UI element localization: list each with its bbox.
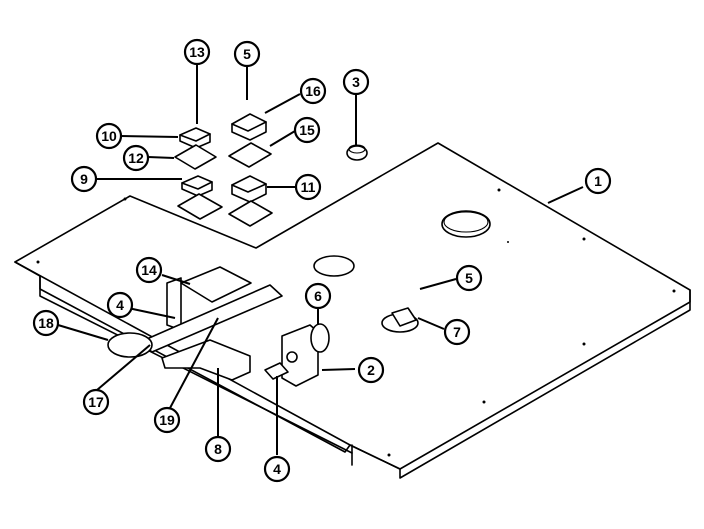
svg-text:17: 17 — [88, 394, 104, 410]
callout-6: 6 — [304, 282, 332, 310]
svg-text:12: 12 — [128, 150, 144, 166]
callout-12: 12 — [122, 144, 150, 172]
callout-4a: 4 — [106, 291, 134, 319]
callout-10: 10 — [95, 122, 123, 150]
callout-3: 3 — [342, 68, 370, 96]
svg-text:2: 2 — [367, 362, 375, 378]
callout-4b: 4 — [263, 455, 291, 483]
callout-9: 9 — [70, 165, 98, 193]
svg-text:5: 5 — [243, 46, 251, 62]
callout-18: 18 — [32, 309, 60, 337]
callout-1: 1 — [584, 167, 612, 195]
svg-text:10: 10 — [101, 128, 117, 144]
callout-13: 13 — [183, 38, 211, 66]
callout-17: 17 — [82, 388, 110, 416]
callout-5b: 5 — [455, 264, 483, 292]
svg-text:9: 9 — [80, 171, 88, 187]
svg-text:1: 1 — [594, 173, 602, 189]
callout-7: 7 — [443, 318, 471, 346]
callout-5a: 5 — [233, 40, 261, 68]
callout-8: 8 — [204, 435, 232, 463]
callout-16: 16 — [299, 77, 327, 105]
svg-text:14: 14 — [141, 262, 157, 278]
svg-text:4: 4 — [116, 297, 124, 313]
callout-14: 14 — [135, 256, 163, 284]
svg-text:15: 15 — [299, 122, 315, 138]
svg-text:18: 18 — [38, 315, 54, 331]
part-blocks — [174, 113, 368, 227]
callout-19: 19 — [153, 406, 181, 434]
callout-2: 2 — [357, 356, 385, 384]
svg-text:7: 7 — [453, 324, 461, 340]
callout-11: 11 — [294, 173, 322, 201]
svg-text:8: 8 — [214, 441, 222, 457]
svg-text:13: 13 — [189, 44, 205, 60]
svg-text:11: 11 — [301, 179, 316, 195]
svg-text:16: 16 — [305, 83, 321, 99]
svg-text:19: 19 — [159, 412, 175, 428]
svg-text:5: 5 — [465, 270, 473, 286]
svg-text:6: 6 — [314, 288, 322, 304]
callout-15: 15 — [293, 116, 321, 144]
svg-text:4: 4 — [273, 461, 281, 477]
leader-lines — [57, 64, 584, 455]
main-panel — [14, 142, 691, 479]
svg-text:3: 3 — [352, 74, 360, 90]
